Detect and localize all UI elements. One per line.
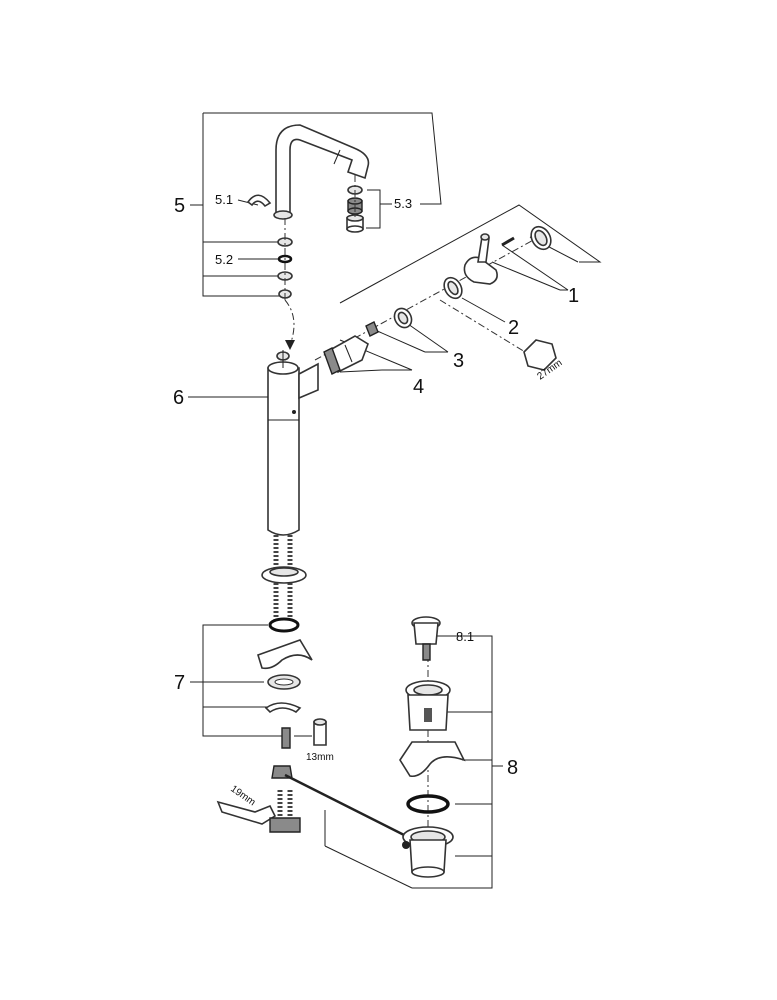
waste-gasket xyxy=(399,741,466,778)
handle-cap xyxy=(530,225,552,251)
handle-cartridge-group xyxy=(314,204,602,375)
label-8: 8 xyxy=(507,757,518,779)
escutcheon-ring xyxy=(443,276,463,300)
mounting-group xyxy=(190,617,327,779)
label-4: 4 xyxy=(413,376,424,398)
label-5-3: 5.3 xyxy=(394,196,412,211)
threaded-stud xyxy=(281,727,291,749)
tool-label-13mm: 13mm xyxy=(306,752,334,763)
spanner-27mm xyxy=(523,339,557,371)
label-5: 5 xyxy=(174,195,185,217)
cartridge xyxy=(323,321,379,375)
horseshoe-washer xyxy=(257,639,313,670)
mounting-plate xyxy=(261,566,307,584)
o-ring-7 xyxy=(268,617,300,633)
label-6: 6 xyxy=(173,387,184,409)
hose-ends xyxy=(269,790,301,833)
label-5-2: 5.2 xyxy=(215,252,233,267)
tool-label-19mm: 19mm xyxy=(228,783,257,808)
aerator-housing xyxy=(346,214,364,233)
label-5-1: 5.1 xyxy=(215,192,233,207)
socket-13mm xyxy=(313,718,327,746)
spanner-19mm xyxy=(216,800,277,825)
clip-5-1 xyxy=(246,194,272,208)
fixing-bracket xyxy=(264,702,302,714)
waste-group xyxy=(399,616,503,889)
aerator xyxy=(347,197,363,215)
pop-up-plug xyxy=(411,616,441,661)
o-ring-5-2 xyxy=(277,254,293,264)
mixer-body xyxy=(188,350,319,536)
label-8-1: 8.1 xyxy=(456,629,474,644)
lever-handle xyxy=(463,233,498,285)
spout-group xyxy=(190,112,442,350)
lift-rod xyxy=(284,773,413,889)
cartridge-nut xyxy=(393,307,413,329)
label-7: 7 xyxy=(174,672,185,694)
label-1: 1 xyxy=(568,285,579,307)
spout xyxy=(275,124,370,215)
o-ring-8 xyxy=(406,794,450,814)
grub-screw xyxy=(501,236,515,247)
waste-flange xyxy=(405,680,451,731)
waste-body xyxy=(402,826,454,878)
label-2: 2 xyxy=(508,317,519,339)
label-3: 3 xyxy=(453,350,464,372)
